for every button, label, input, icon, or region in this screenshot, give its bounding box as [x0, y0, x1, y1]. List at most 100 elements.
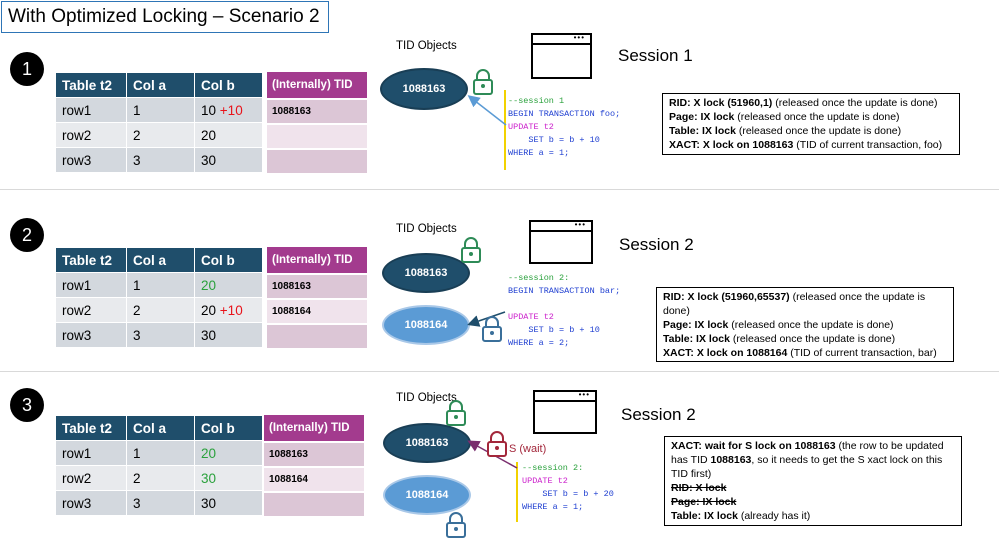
table-cell: 1 — [126, 272, 195, 298]
tid-object: 1088163 — [382, 253, 470, 293]
tid-cell: 1088164 — [264, 467, 364, 493]
sql-code-block: --session 2: UPDATE t2 SET b = b + 20 WH… — [522, 462, 614, 514]
table-cell: 30 — [194, 147, 263, 173]
code-line: BEGIN TRANSACTION foo; — [508, 109, 621, 119]
tid-table: (Internally) TID 1088163 1088164 — [264, 415, 364, 518]
tid-objects-label: TID Objects — [396, 223, 457, 235]
sql-code-block: --session 1 BEGIN TRANSACTION foo; UPDAT… — [508, 95, 620, 160]
table-cell: 2 — [126, 122, 195, 148]
tid-cell: 1088163 — [267, 99, 367, 125]
code-line: UPDATE t2 — [508, 312, 554, 322]
tid-cell: 1088163 — [264, 442, 364, 468]
code-line: BEGIN TRANSACTION bar; — [508, 286, 621, 296]
lock-icon — [487, 431, 507, 457]
info-line: RID: X lock — [671, 482, 727, 494]
code-line: SET b = b + 10 — [508, 325, 600, 335]
lock-info-box: RID: X lock (51960,65537) (released once… — [656, 287, 954, 362]
table-cell: row1 — [55, 272, 127, 298]
table-cell: row3 — [55, 147, 127, 173]
lock-icon — [446, 400, 466, 426]
table-cell: 20 +10 — [194, 297, 263, 323]
session-window-icon: ••• — [531, 33, 592, 79]
step-badge: 1 — [10, 52, 44, 86]
code-line: --session 2: — [508, 273, 570, 283]
table-header: Table t2 — [55, 415, 127, 441]
page-title: With Optimized Locking – Scenario 2 — [1, 1, 329, 33]
code-line: UPDATE t2 — [508, 122, 554, 132]
table-cell: row1 — [55, 440, 127, 466]
section-divider — [0, 189, 999, 190]
info-line: Table: IX lock (already has it) — [671, 510, 811, 522]
table-cell: 30 — [194, 465, 263, 491]
sql-code-block: --session 2: BEGIN TRANSACTION bar; UPDA… — [508, 272, 620, 350]
tid-cell: 1088164 — [267, 299, 367, 325]
cell-value: 10 — [201, 102, 217, 118]
step-badge: 3 — [10, 388, 44, 422]
increment-value: +10 — [219, 302, 243, 318]
table-cell: row2 — [55, 122, 127, 148]
code-gutter — [504, 90, 506, 170]
table-cell: row2 — [55, 465, 127, 491]
table-header: Table t2 — [55, 72, 127, 98]
tid-header: (Internally) TID — [267, 72, 367, 100]
table-header: Col b — [194, 247, 263, 273]
tid-cell — [264, 492, 364, 518]
tid-table: (Internally) TID 1088163 1088164 — [267, 247, 367, 350]
info-line: Page: IX lock (released once the update … — [663, 319, 894, 331]
table-header: Col a — [126, 415, 195, 441]
info-line: Page: IX lock — [671, 496, 737, 508]
table-cell: 2 — [126, 465, 195, 491]
increment-value: +10 — [219, 102, 243, 118]
tid-header: (Internally) TID — [264, 415, 364, 443]
info-line: Page: IX lock (released once the update … — [669, 111, 900, 123]
code-gutter — [516, 462, 518, 522]
table-header: Table t2 — [55, 247, 127, 273]
code-line: UPDATE t2 — [522, 476, 568, 486]
session-title: Session 1 — [618, 46, 693, 65]
tid-object: 1088163 — [380, 68, 468, 110]
code-line: SET b = b + 10 — [508, 135, 600, 145]
table-cell: 20 — [194, 122, 263, 148]
table-cell: 30 — [194, 490, 263, 516]
session-window-icon: ••• — [533, 390, 597, 434]
code-line: WHERE a = 1; — [508, 148, 570, 158]
table-header: Col a — [126, 247, 195, 273]
lock-info-box: XACT: wait for S lock on 1088163 (the ro… — [664, 436, 962, 526]
info-line: XACT: wait for S lock on 1088163 (the ro… — [671, 440, 944, 480]
tid-cell — [267, 324, 367, 350]
lock-icon — [461, 237, 481, 263]
tid-cell — [267, 124, 367, 150]
tid-object: 1088164 — [383, 475, 471, 515]
info-line: Table: IX lock (released once the update… — [669, 125, 902, 137]
table-cell: 20 — [194, 440, 263, 466]
table-cell: row3 — [55, 490, 127, 516]
table-cell: row3 — [55, 322, 127, 348]
table-header: Col a — [126, 72, 195, 98]
info-line: XACT: X lock on 1088164 (TID of current … — [663, 347, 937, 359]
session-title: Session 2 — [619, 235, 694, 254]
session-arrow — [467, 95, 507, 126]
session-window-icon: ••• — [529, 220, 593, 264]
info-line: Table: IX lock (released once the update… — [663, 333, 896, 345]
code-line: WHERE a = 1; — [522, 502, 584, 512]
code-line: --session 2: — [522, 463, 584, 473]
table-cell: row2 — [55, 297, 127, 323]
code-line: --session 1 — [508, 96, 565, 106]
section-divider — [0, 371, 999, 372]
table-cell: 3 — [126, 490, 195, 516]
tid-table: (Internally) TID 1088163 — [267, 72, 367, 175]
tid-cell — [267, 149, 367, 175]
step-badge: 2 — [10, 218, 44, 252]
tid-objects-label: TID Objects — [396, 40, 457, 52]
tid-header: (Internally) TID — [267, 247, 367, 275]
table-cell: 30 — [194, 322, 263, 348]
lock-icon — [473, 69, 493, 95]
tid-objects-label: TID Objects — [396, 392, 457, 404]
tid-cell: 1088163 — [267, 274, 367, 300]
session-title: Session 2 — [621, 405, 696, 424]
table-header: Col b — [194, 415, 263, 441]
